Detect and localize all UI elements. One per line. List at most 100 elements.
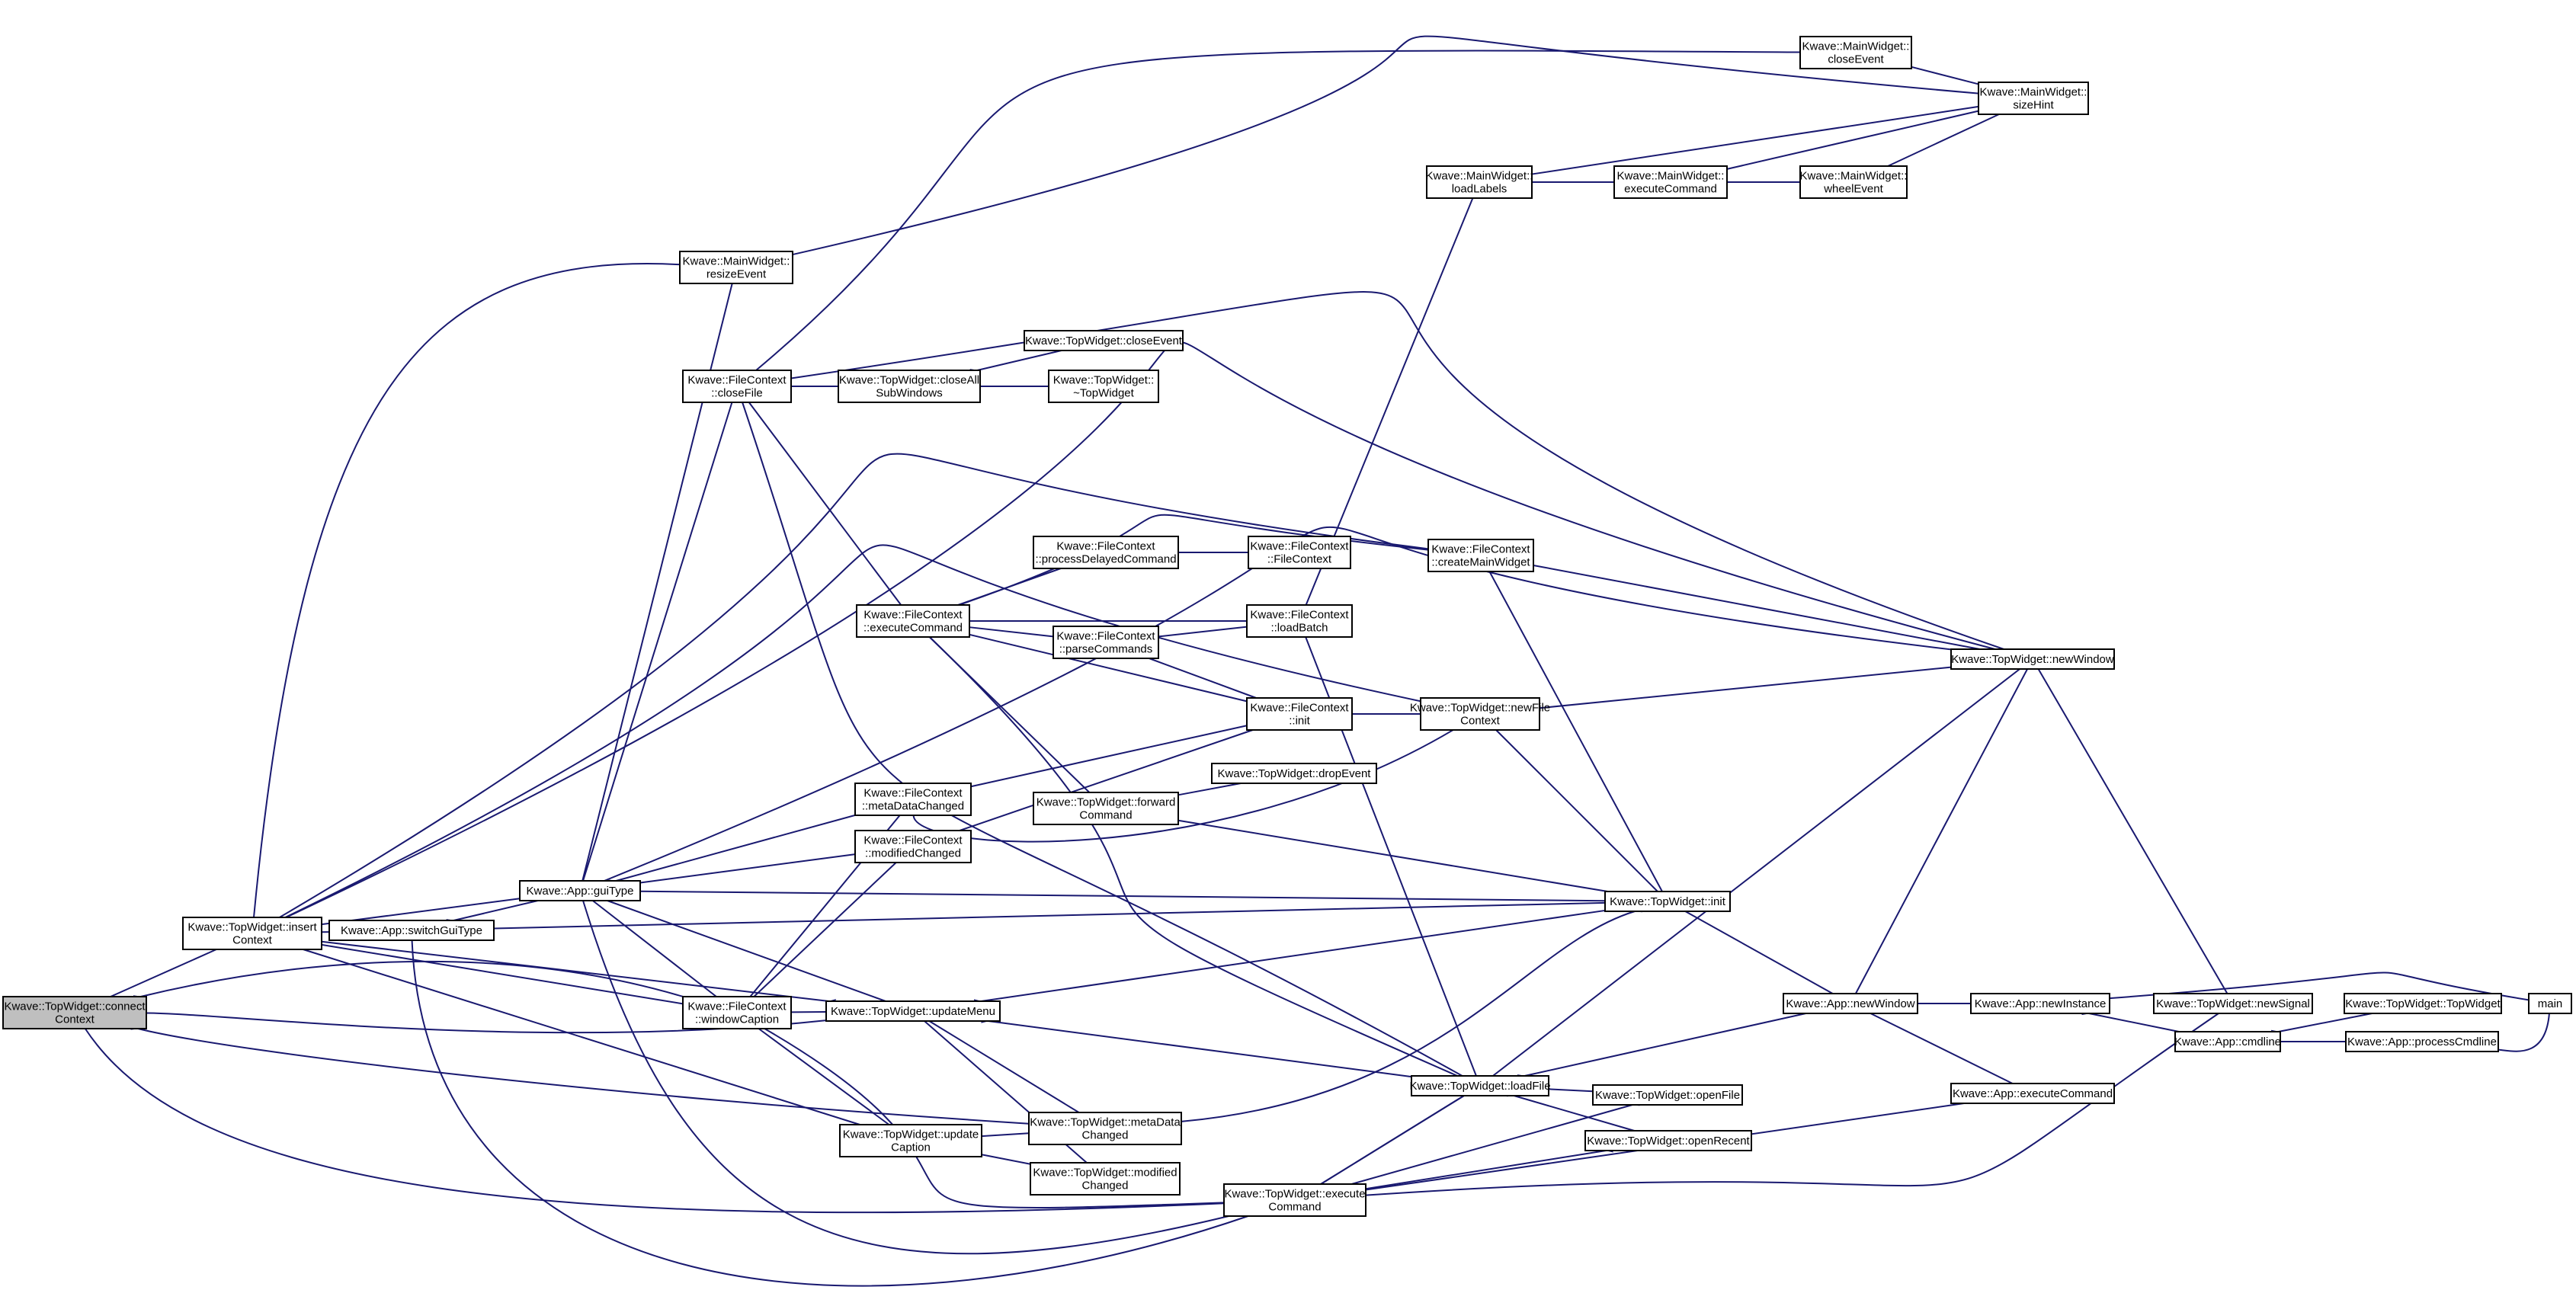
node-box <box>825 1000 1001 1022</box>
edge-loadBatch-to-parseCommands <box>1151 626 1248 641</box>
node-label: Kwave::App::guiType <box>527 885 634 898</box>
node-box <box>1223 1183 1366 1217</box>
edge-appNewWindow-to-twNewWindow <box>1854 661 2033 994</box>
node-fc-init[interactable]: Kwave::FileContext::init <box>1246 697 1353 731</box>
node-process-cmdline[interactable]: Kwave::App::processCmdline <box>2345 1031 2499 1052</box>
node-label: ::processDelayedCommand <box>1035 553 1176 566</box>
edge-appExecuteCommand-to-appNewWindow <box>1863 1007 2014 1084</box>
edge-updateMenu-to-connectContext <box>139 1010 827 1034</box>
node-label: Kwave::TopWidget::update <box>843 1128 979 1141</box>
node-open-file[interactable]: Kwave::TopWidget::openFile <box>1592 1084 1743 1106</box>
edge-updateCaption-to-windowCaption <box>751 1022 890 1125</box>
node-new-instance[interactable]: Kwave::App::newInstance <box>1970 993 2110 1014</box>
node-label: Kwave::TopWidget::modified <box>1033 1167 1177 1180</box>
edge-twMetaDataChanged-to-connectContext <box>130 1023 1030 1125</box>
node-switch-gui-type[interactable]: Kwave::App::switchGuiType <box>328 920 495 941</box>
node-update-menu[interactable]: Kwave::TopWidget::updateMenu <box>825 1000 1001 1022</box>
node-label: Context <box>1460 715 1501 728</box>
node-open-recent[interactable]: Kwave::TopWidget::openRecent <box>1584 1130 1752 1151</box>
node-box <box>1783 993 1918 1014</box>
node-label: Kwave::TopWidget::closeEvent <box>1025 335 1183 347</box>
node-tw-new-window[interactable]: Kwave::TopWidget::newWindow <box>1950 648 2115 670</box>
node-box <box>1950 648 2115 670</box>
edge-twModifiedChanged-to-updateCaption <box>974 1150 1031 1165</box>
node-mw-close-event[interactable]: Kwave::MainWidget::closeEvent <box>1799 36 1912 69</box>
node-label: Kwave::TopWidget::TopWidget <box>2345 997 2501 1010</box>
node-box <box>1211 763 1377 784</box>
node-load-file[interactable]: Kwave::TopWidget::loadFile <box>1409 1075 1551 1096</box>
node-box <box>1033 536 1179 569</box>
edge-insertContext-to-windowCaption <box>321 943 690 1008</box>
node-label: wheelEvent <box>1823 183 1883 196</box>
node-gui-type[interactable]: Kwave::App::guiType <box>519 880 641 901</box>
node-load-labels[interactable]: Kwave::MainWidget::loadLabels <box>1426 165 1533 199</box>
edge-mwCloseEvent-to-closeFile <box>748 50 1801 377</box>
node-box <box>679 251 793 284</box>
node-box <box>1426 165 1533 199</box>
node-resize-event[interactable]: Kwave::MainWidget::resizeEvent <box>679 251 793 284</box>
edge-appNewWindow-to-twInit <box>1677 905 1834 994</box>
node-fc-modified-changed[interactable]: Kwave::FileContext::modifiedChanged <box>854 830 972 863</box>
node-close-file[interactable]: Kwave::FileContext::closeFile <box>682 370 792 403</box>
node-app-new-window[interactable]: Kwave::App::newWindow <box>1783 993 1918 1014</box>
edge-twMetaDataChanged-to-twInit <box>1181 906 1642 1122</box>
node-tw-execute-command[interactable]: Kwave::TopWidget::executeCommand <box>1223 1183 1366 1217</box>
node-label: ::metaDataChanged <box>862 800 964 813</box>
node-label: ~TopWidget <box>1073 387 1134 400</box>
node-label: Kwave::App::switchGuiType <box>341 924 482 937</box>
node-label: Kwave::App::newWindow <box>1786 997 1914 1010</box>
node-tw-modified-changed[interactable]: Kwave::TopWidget::modifiedChanged <box>1030 1162 1181 1196</box>
node-label: Context <box>232 934 273 947</box>
node-box <box>2174 1031 2281 1052</box>
node-drop-event[interactable]: Kwave::TopWidget::dropEvent <box>1211 763 1377 784</box>
node-tw-meta-data-changed[interactable]: Kwave::TopWidget::metaDataChanged <box>1028 1112 1182 1145</box>
node-create-main-widget[interactable]: Kwave::FileContext::createMainWidget <box>1427 539 1534 572</box>
node-box <box>328 920 495 941</box>
edge-fcModifiedChanged-to-guiType <box>633 853 856 887</box>
node-label: Kwave::MainWidget:: <box>1426 170 1533 183</box>
node-box <box>2345 1031 2499 1052</box>
node-tw-init[interactable]: Kwave::TopWidget::init <box>1604 891 1731 912</box>
node-tw-top-widget[interactable]: Kwave::TopWidget::TopWidget <box>2344 993 2502 1014</box>
node-label: sizeHint <box>2013 99 2054 112</box>
node-cmdline[interactable]: Kwave::App::cmdline <box>2174 1031 2281 1052</box>
edge-fcInit-to-parseCommands <box>1141 653 1257 699</box>
edge-twExecuteCommand-to-guiType <box>578 893 1229 1255</box>
edge-parseCommands-to-fcExecuteCommand <box>962 623 1054 638</box>
node-main[interactable]: main <box>2528 993 2572 1014</box>
node-window-caption[interactable]: Kwave::FileContext::windowCaption <box>682 996 792 1029</box>
edge-twTopWidget-to-cmdline <box>2270 1013 2373 1036</box>
node-fc-meta-data-changed[interactable]: Kwave::FileContext::metaDataChanged <box>854 783 972 816</box>
edge-windowCaption-to-connectContext <box>133 960 684 1002</box>
node-new-signal[interactable]: Kwave::TopWidget::newSignal <box>2153 993 2313 1014</box>
node-label: Kwave::TopWidget::metaData <box>1030 1116 1181 1129</box>
node-size-hint[interactable]: Kwave::MainWidget::sizeHint <box>1978 82 2089 115</box>
node-label: Kwave::FileContext <box>1431 543 1530 556</box>
edge-guiType-to-closeFile <box>582 395 737 882</box>
edge-twExecuteCommand-to-openRecent <box>1365 1146 1613 1190</box>
edge-insertContext-to-updateCaption <box>303 949 868 1130</box>
node-tw-destructor[interactable]: Kwave::TopWidget::~TopWidget <box>1048 370 1159 403</box>
node-label: Kwave::TopWidget::connect <box>4 1000 146 1013</box>
node-process-delayed-command[interactable]: Kwave::FileContext::processDelayedComman… <box>1033 536 1179 569</box>
node-mw-execute-command[interactable]: Kwave::MainWidget::executeCommand <box>1613 165 1728 199</box>
node-label: Kwave::TopWidget::init <box>1610 895 1726 908</box>
node-app-execute-command[interactable]: Kwave::App::executeCommand <box>1950 1083 2115 1104</box>
edge-twInit-to-createMainWidget <box>1483 564 1663 892</box>
node-tw-close-event[interactable]: Kwave::TopWidget::closeEvent <box>1024 330 1184 351</box>
node-fc-file-context[interactable]: Kwave::FileContext::FileContext <box>1248 536 1351 569</box>
node-wheel-event[interactable]: Kwave::MainWidget::wheelEvent <box>1799 165 1908 199</box>
node-load-batch[interactable]: Kwave::FileContext::loadBatch <box>1246 604 1353 638</box>
node-label: Kwave::TopWidget:: <box>1053 374 1155 387</box>
edge-createMainWidget-to-fcExecuteCommand <box>951 514 1429 610</box>
node-parse-commands[interactable]: Kwave::FileContext::parseCommands <box>1053 626 1159 659</box>
node-fc-execute-command[interactable]: Kwave::FileContext::executeCommand <box>856 604 970 638</box>
node-label: Changed <box>1082 1180 1129 1192</box>
node-box <box>1053 626 1159 659</box>
